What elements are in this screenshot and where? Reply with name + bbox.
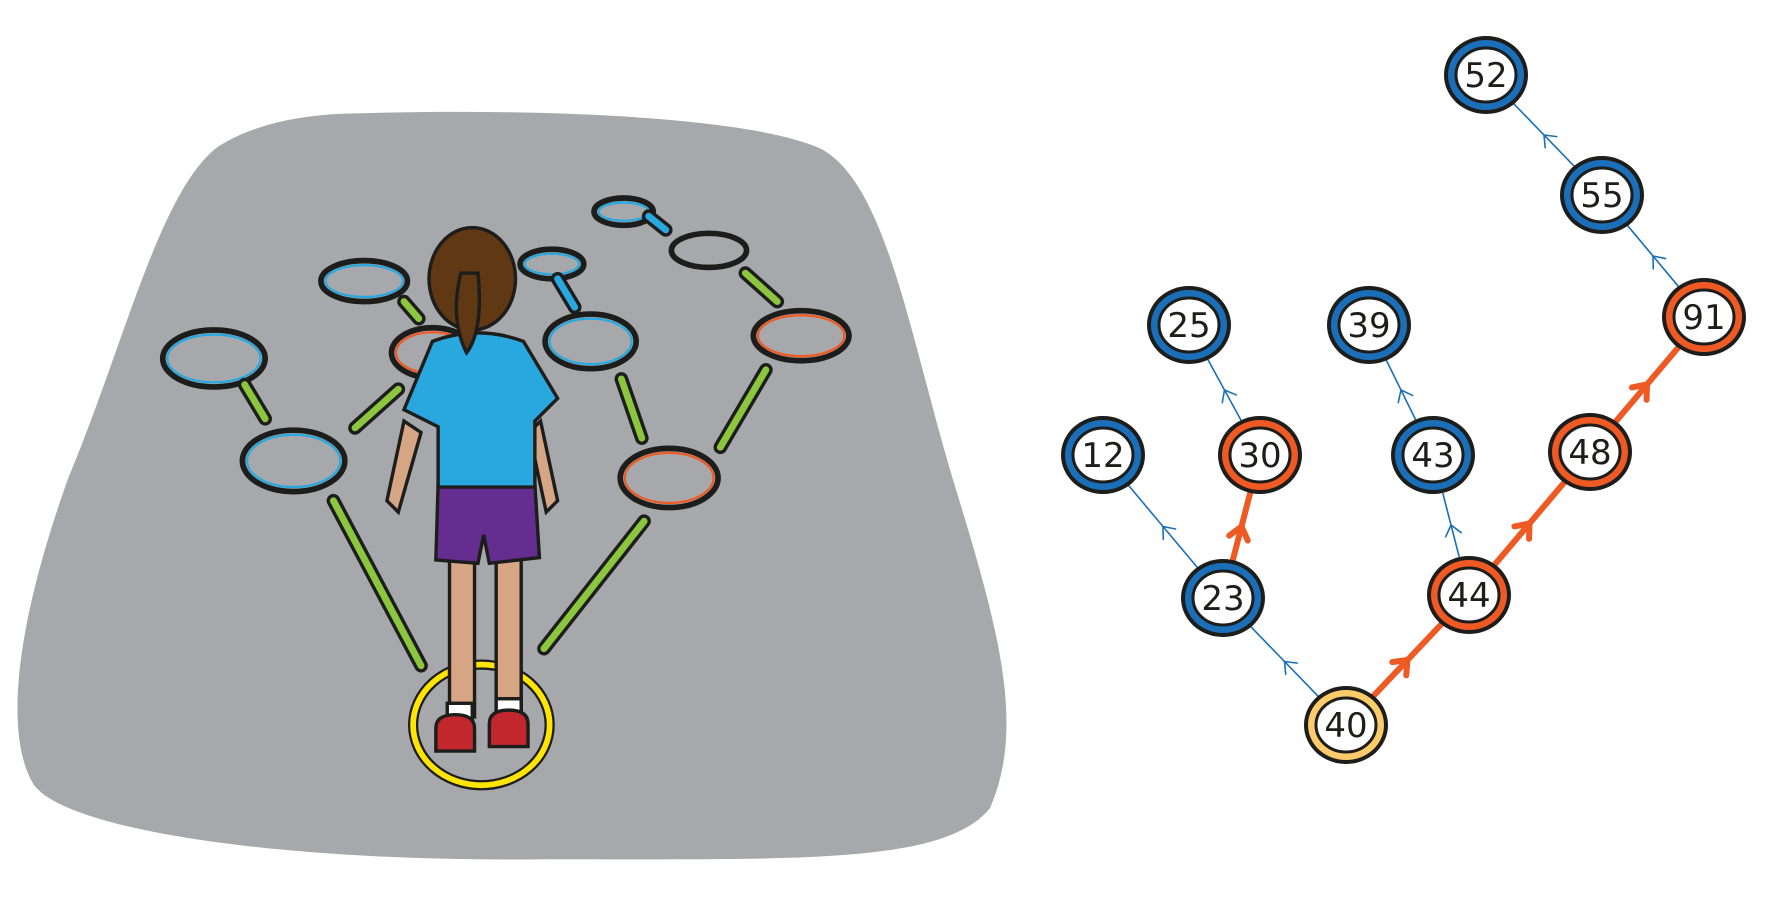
hoop xyxy=(750,307,852,364)
hoop xyxy=(318,257,411,305)
node-value: 48 xyxy=(1568,433,1611,473)
child-figure xyxy=(385,225,560,753)
arrow-head-icon xyxy=(1511,520,1533,542)
hoop xyxy=(617,445,721,511)
node-value: 55 xyxy=(1580,176,1623,216)
tree-node-39: 39 xyxy=(1327,286,1411,364)
hoop xyxy=(668,230,750,271)
tree-node-25: 25 xyxy=(1147,286,1231,364)
edge-n44-n48 xyxy=(1491,479,1568,568)
tree-node-12: 12 xyxy=(1061,416,1145,494)
tree-node-23: 23 xyxy=(1181,559,1265,637)
tree-node-44: 44 xyxy=(1427,556,1511,634)
edge-n44-n43 xyxy=(1442,492,1463,558)
tree-nodes: 40 23 44 12 30 43 48 25 39 91 55 52 xyxy=(1061,36,1746,764)
node-value: 52 xyxy=(1464,56,1507,96)
arrow-head-icon xyxy=(1543,134,1558,149)
sticks xyxy=(237,209,785,673)
node-value: 91 xyxy=(1682,298,1725,338)
hoop xyxy=(159,327,268,390)
edge-n40-n23 xyxy=(1250,625,1319,698)
arrow-head-icon xyxy=(1389,657,1411,679)
node-value: 44 xyxy=(1447,576,1490,616)
playground-illustration xyxy=(17,111,1007,860)
hoop xyxy=(542,311,639,372)
edge-n40-n44 xyxy=(1370,621,1445,699)
edge-n91-n55 xyxy=(1626,224,1680,288)
edge-n23-n12 xyxy=(1127,484,1199,569)
edge-n48-n91 xyxy=(1612,344,1682,425)
edge-n30-n25 xyxy=(1207,359,1242,421)
edge-n23-n30 xyxy=(1226,490,1253,563)
arrow-head-icon xyxy=(1226,523,1251,544)
node-value: 43 xyxy=(1411,436,1454,476)
tree-node-48: 48 xyxy=(1548,413,1632,491)
tree-node-52: 52 xyxy=(1444,36,1528,114)
node-value: 40 xyxy=(1324,706,1367,746)
arrow-head-icon xyxy=(1444,524,1463,538)
node-value: 25 xyxy=(1167,306,1210,346)
tree-node-40: 40 xyxy=(1304,686,1388,764)
edge-n55-n52 xyxy=(1513,102,1575,168)
node-value: 39 xyxy=(1347,306,1390,346)
tree-node-43: 43 xyxy=(1391,416,1475,494)
tree-node-55: 55 xyxy=(1560,156,1644,234)
node-value: 23 xyxy=(1201,579,1244,619)
node-value: 12 xyxy=(1081,436,1124,476)
hoops xyxy=(159,195,852,511)
tree-node-91: 91 xyxy=(1662,278,1746,356)
arrow-head-icon xyxy=(1221,389,1238,404)
hoop xyxy=(239,427,348,495)
tree-edges xyxy=(1127,102,1682,699)
arrow-head-icon xyxy=(1283,660,1299,676)
node-value: 30 xyxy=(1238,436,1281,476)
arrow-head-icon xyxy=(1397,389,1414,404)
edge-n43-n39 xyxy=(1385,360,1417,420)
arrow-head-icon xyxy=(1162,525,1177,541)
tree-node-30: 30 xyxy=(1218,416,1302,494)
arrow-head-icon xyxy=(1652,255,1667,270)
arrow-head-icon xyxy=(1628,381,1650,403)
